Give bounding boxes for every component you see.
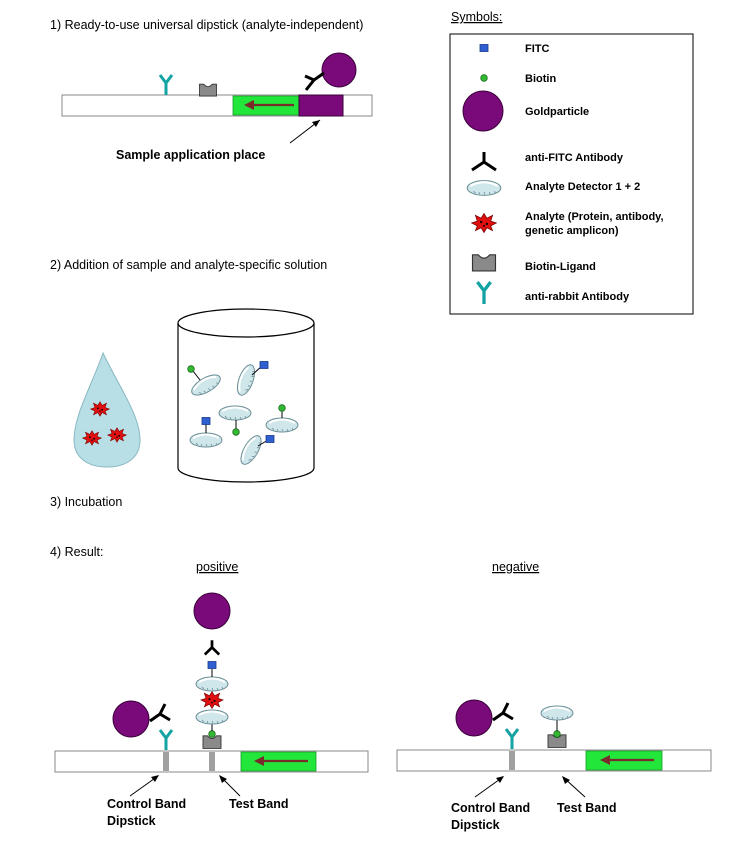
step-3-title: 3) Incubation bbox=[50, 495, 122, 509]
detector-fitc bbox=[189, 417, 223, 448]
positive-label: positive bbox=[196, 560, 238, 574]
analyte-icon bbox=[200, 691, 224, 709]
test-band-label: Test Band bbox=[229, 797, 289, 811]
legend-label-fitc: FITC bbox=[525, 43, 549, 55]
legend-label-analyte-1: Analyte (Protein, antibody, bbox=[525, 211, 664, 223]
step-4-title: 4) Result: bbox=[50, 545, 104, 559]
biotin-ligand-icon bbox=[199, 83, 217, 97]
goldparticle-icon bbox=[462, 90, 504, 132]
step-1-title: 1) Ready-to-use universal dipstick (anal… bbox=[50, 18, 363, 32]
analyte-detector-icon bbox=[195, 709, 229, 725]
gold-conjugate bbox=[304, 52, 357, 91]
legend-label-goldparticle: Goldparticle bbox=[525, 106, 589, 118]
biotin-icon bbox=[208, 730, 216, 738]
fitc-icon bbox=[207, 661, 217, 669]
legend-label-biotin-ligand: Biotin-Ligand bbox=[525, 261, 596, 273]
control-band bbox=[509, 751, 515, 770]
control-band-label-2: Dipstick bbox=[451, 818, 500, 832]
analyte-detector-icon bbox=[466, 179, 502, 197]
dipstick-negative bbox=[396, 749, 712, 772]
detector-fitc bbox=[235, 431, 275, 469]
sample-application-label: Sample application place bbox=[116, 148, 265, 162]
anti-rabbit-antibody-icon bbox=[504, 727, 520, 751]
anti-rabbit-antibody-icon bbox=[158, 728, 174, 752]
legend-label-anti-fitc: anti-FITC Antibody bbox=[525, 152, 624, 164]
detector-biotin bbox=[187, 365, 225, 401]
biotin-icon bbox=[553, 730, 561, 738]
negative-label: negative bbox=[492, 560, 539, 574]
legend-label-detector: Analyte Detector 1 + 2 bbox=[525, 181, 640, 193]
biotin-icon bbox=[480, 74, 488, 82]
flow-arrowhead bbox=[600, 755, 610, 765]
anti-fitc-antibody-icon bbox=[203, 640, 221, 656]
legend-label-anti-rabbit: anti-rabbit Antibody bbox=[525, 291, 630, 303]
detector-biotin bbox=[265, 404, 299, 433]
analyte-detector-icon bbox=[195, 676, 229, 692]
test-band-label: Test Band bbox=[557, 801, 617, 815]
detector-fitc bbox=[232, 361, 269, 399]
anti-fitc-antibody-icon bbox=[471, 152, 497, 172]
legend-label-biotin: Biotin bbox=[525, 73, 556, 85]
control-band-label-1: Control Band bbox=[451, 801, 530, 815]
step-2-title: 2) Addition of sample and analyte-specif… bbox=[50, 258, 327, 272]
control-band bbox=[163, 752, 169, 771]
gold-conjugate bbox=[455, 699, 514, 737]
control-band-label-2: Dipstick bbox=[107, 814, 156, 828]
detector-biotin bbox=[218, 405, 252, 436]
legend-title: Symbols: bbox=[451, 10, 502, 24]
sample-pad bbox=[298, 94, 344, 117]
control-band-label-1: Control Band bbox=[107, 797, 186, 811]
goldparticle-icon bbox=[193, 592, 231, 630]
legend-label-analyte-2: genetic amplicon) bbox=[525, 225, 619, 237]
flow-arrowhead bbox=[254, 756, 264, 766]
dipstick-step1 bbox=[61, 94, 373, 117]
dipstick-positive bbox=[54, 750, 369, 773]
fitc-icon bbox=[479, 44, 489, 52]
anti-rabbit-antibody-icon bbox=[158, 73, 174, 97]
analyte-detector-icon bbox=[540, 705, 574, 721]
flow-arrowhead bbox=[244, 100, 254, 110]
gold-conjugate bbox=[112, 700, 171, 738]
test-band bbox=[209, 752, 215, 771]
